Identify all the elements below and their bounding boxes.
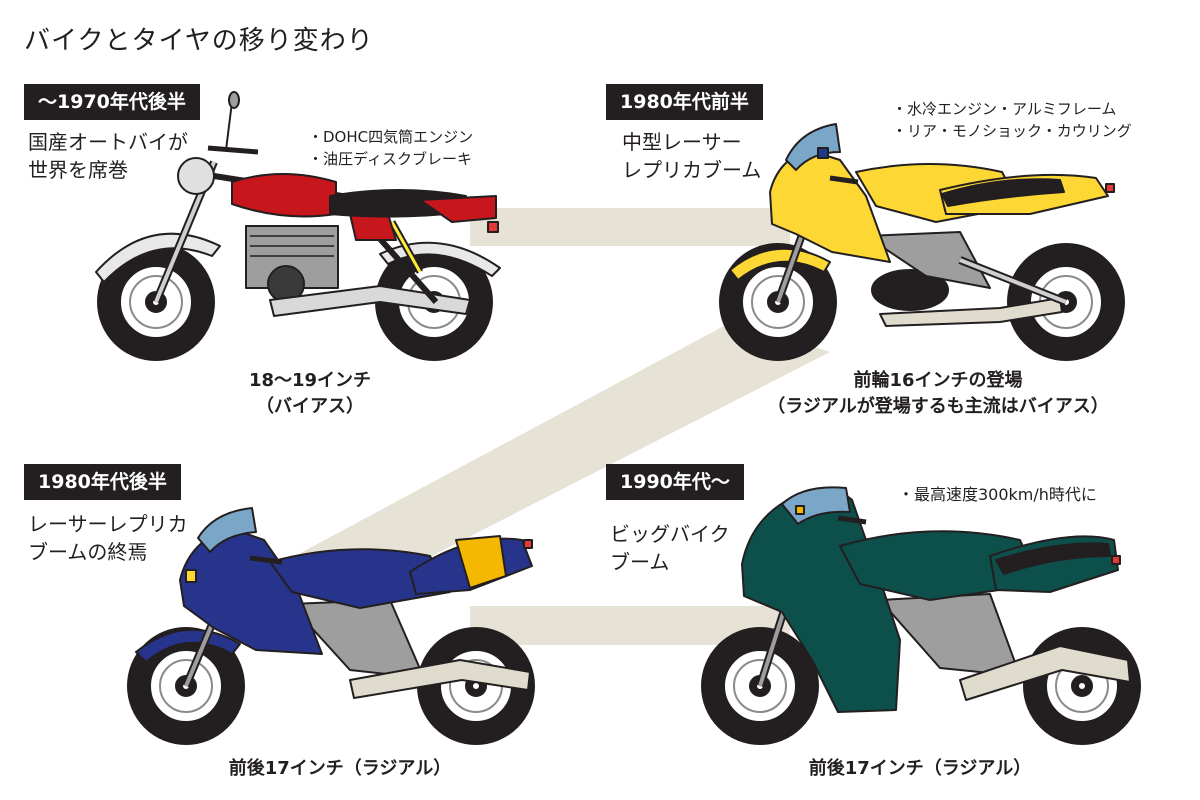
era-description-1970s: 国産オートバイが 世界を席巻 <box>28 128 188 184</box>
connector-band-3-4 <box>470 606 790 645</box>
description-line: ブーム <box>610 550 670 574</box>
tire-size: 前輪16インチの登場 <box>853 370 1023 391</box>
feature-item: ・油圧ディスクブレーキ <box>308 150 472 168</box>
tire-spec-1970s: 18〜19インチ （バイアス） <box>190 368 430 420</box>
description-line: レプリカブーム <box>622 158 762 182</box>
motorcycle-1970s <box>95 91 501 361</box>
feature-item: ・DOHC四気筒エンジン <box>308 128 474 146</box>
feature-list-1970s: ・DOHC四気筒エンジン ・油圧ディスクブレーキ <box>308 126 473 170</box>
era-label-late-1980s: 1980年代後半 <box>24 464 181 500</box>
feature-list-early-1980s: ・水冷エンジン・アルミフレーム ・リア・モノショック・カウリング <box>892 98 1132 142</box>
tire-size: 前後17インチ（ラジアル） <box>808 758 1032 779</box>
description-line: レーサーレプリカ <box>28 512 188 536</box>
feature-item: ・水冷エンジン・アルミフレーム <box>892 100 1117 118</box>
connector-band-2-3 <box>250 320 830 580</box>
tire-spec-1990s: 前後17インチ（ラジアル） <box>780 756 1060 782</box>
tire-type: （バイアス） <box>256 396 364 417</box>
tire-size: 前後17インチ（ラジアル） <box>228 758 452 779</box>
era-label-1970s: 〜1970年代後半 <box>24 84 200 120</box>
description-line: ビッグバイク <box>610 522 730 546</box>
era-description-early-1980s: 中型レーサー レプリカブーム <box>622 128 761 184</box>
era-label-1990s: 1990年代〜 <box>606 464 744 500</box>
tire-spec-late-1980s: 前後17インチ（ラジアル） <box>200 756 480 782</box>
feature-item: ・最高速度300km/h時代に <box>898 485 1097 504</box>
page-title: バイクとタイヤの移り変わり <box>24 26 374 56</box>
description-line: 中型レーサー <box>622 130 742 154</box>
feature-list-1990s: ・最高速度300km/h時代に <box>898 484 1097 506</box>
description-line: 国産オートバイが <box>28 130 188 154</box>
tire-type: （ラジアルが登場するも主流はバイアス） <box>767 396 1109 417</box>
motorcycle-early-1980s <box>719 123 1125 361</box>
motorcycle-late-1980s <box>127 507 535 745</box>
description-line: 世界を席巻 <box>28 158 128 182</box>
feature-item: ・リア・モノショック・カウリング <box>892 122 1132 140</box>
connector-band-1-2 <box>470 208 790 246</box>
motorcycle-1990s <box>701 486 1141 745</box>
era-label-early-1980s: 1980年代前半 <box>606 84 763 120</box>
era-description-1990s: ビッグバイク ブーム <box>610 520 730 576</box>
tire-size: 18〜19インチ <box>248 370 372 391</box>
era-description-late-1980s: レーサーレプリカ ブームの終焉 <box>28 510 188 566</box>
description-line: ブームの終焉 <box>28 540 148 564</box>
tire-spec-early-1980s: 前輪16インチの登場 （ラジアルが登場するも主流はバイアス） <box>728 368 1148 420</box>
